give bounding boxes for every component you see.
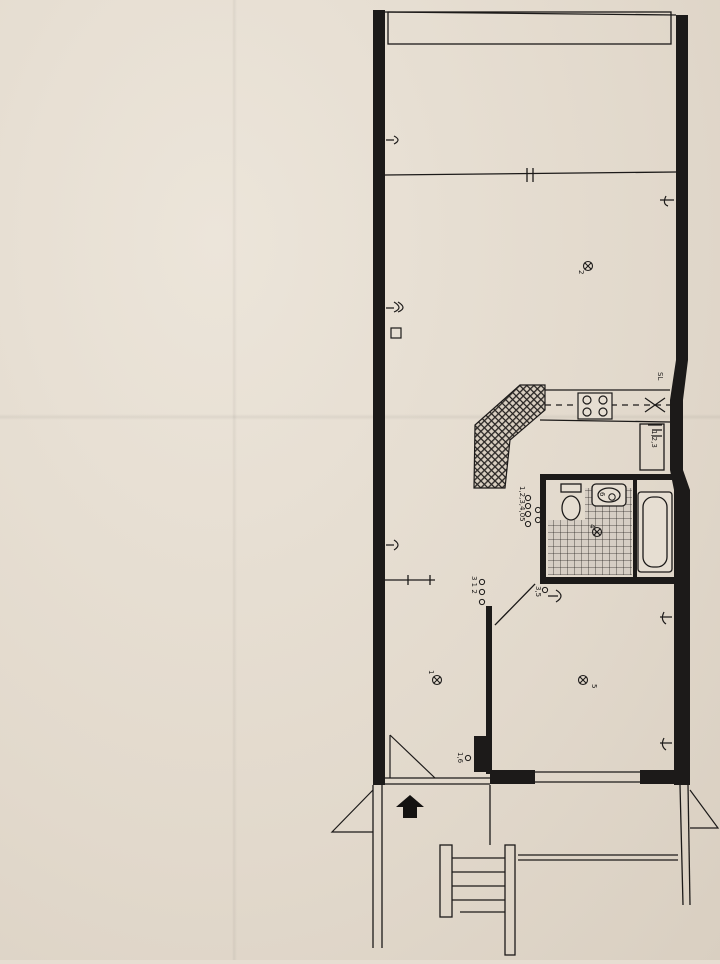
bath-left-wall: [540, 474, 546, 582]
socket-icon: [390, 327, 402, 339]
outlet-mark-label: SL: [656, 372, 664, 380]
bottom-wall-right: [640, 770, 685, 784]
stove-burner-1: [582, 395, 592, 405]
entry-door-label: 1,6: [456, 752, 464, 764]
socket-icon: [386, 301, 404, 313]
light-cross-icon: [577, 674, 589, 686]
entrance-arrow-icon: [396, 795, 424, 818]
left-exterior-wall: [373, 10, 385, 785]
socket-icon: [386, 539, 399, 551]
light-cross-icon: [582, 260, 594, 272]
right-exterior-wall: [670, 15, 690, 785]
socket-icon: [386, 135, 399, 145]
bath-fixture-label: 6: [598, 492, 606, 497]
stove: [577, 392, 613, 420]
doors: [330, 583, 720, 833]
stove-burner-2: [598, 395, 608, 405]
stair-stringer-right: [504, 844, 516, 956]
interior-walls: [474, 474, 675, 774]
bath-tile-floor: [548, 488, 632, 575]
railing-right-b: [687, 784, 691, 906]
room-number-2: 2: [577, 270, 585, 274]
wall-sockets: [386, 135, 674, 751]
bath-tiles: [548, 488, 632, 575]
top-balcony-window: [387, 11, 672, 45]
light-cross-icon: [591, 526, 603, 538]
room-divider-top: [384, 171, 677, 176]
thin-lines: [384, 11, 677, 785]
railing-right-a: [679, 784, 684, 906]
room-number-bath: 4: [588, 524, 596, 529]
room-number-1: 1: [427, 670, 435, 674]
bath-switch-label: 1,2,3,4,05: [518, 486, 526, 522]
hall-switch-label: 3,5: [534, 586, 542, 597]
light-cross-icon: [431, 674, 443, 686]
bath-bottom-wall: [540, 577, 675, 584]
socket-icon: [548, 589, 562, 603]
stove-burner-4: [598, 407, 608, 417]
balcony-right-swing: [689, 789, 720, 829]
plan-labels: 2 1 5 4 SL 1,2,3 1,2,3,4,05 6 3 1 2 3,5 …: [427, 270, 664, 764]
socket-icon: [660, 737, 672, 751]
socket-icon: [660, 611, 672, 625]
bath-fixtures: [560, 483, 673, 573]
entrance-area: [372, 784, 691, 956]
living-door-swing: [389, 734, 436, 779]
entry-closet: [474, 736, 490, 772]
socket-icon: [660, 195, 674, 207]
kitchen: [473, 384, 666, 489]
bedroom-left-wall: [486, 606, 492, 774]
balcony-left-swing: [330, 789, 374, 833]
switch-circles: [464, 493, 616, 762]
socket-icon: [648, 424, 662, 437]
toilet-bowl: [561, 495, 581, 521]
kitchen-counter-line-2: [539, 419, 671, 423]
kitchen-counter: [473, 384, 546, 489]
bathtub-inner: [642, 496, 668, 568]
kitchen-cross-b: [644, 397, 666, 413]
bath-top-wall: [540, 474, 675, 480]
entry-switch-label: 3 1 2: [470, 576, 478, 594]
bedroom-door-leaf: [494, 583, 536, 626]
bottom-wall-mid: [490, 770, 535, 784]
kitchen-switch-label: 1,2,3: [650, 430, 658, 448]
top-wall-line: [384, 11, 677, 16]
kitchen-cabinet: [639, 423, 665, 471]
stair-stringer-left: [439, 844, 453, 918]
bath-divider-wall: [633, 480, 637, 578]
ceiling-lights: [431, 260, 603, 686]
stove-burner-3: [582, 407, 592, 417]
exterior-walls: [373, 10, 690, 785]
room-number-5: 5: [590, 684, 598, 688]
toilet-tank: [560, 483, 582, 493]
